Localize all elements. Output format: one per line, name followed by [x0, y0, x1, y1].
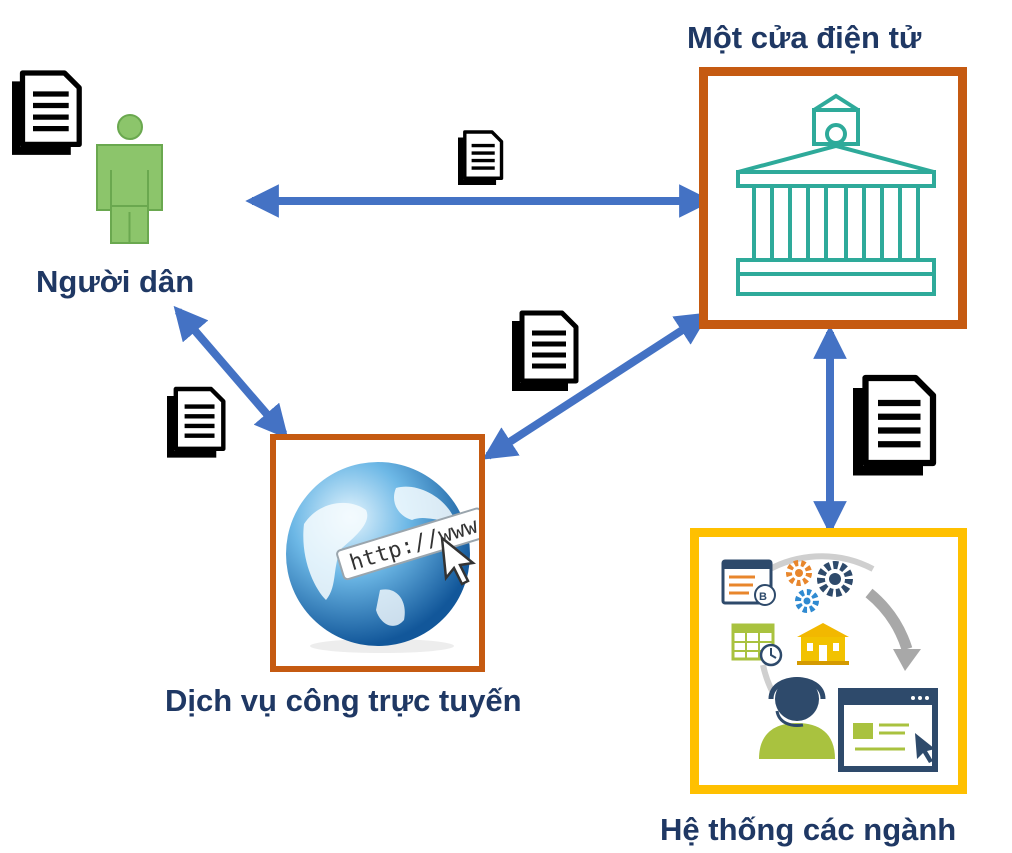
- person-icon: [96, 114, 163, 244]
- document-icon: [167, 389, 223, 458]
- globe-browser-icon: http://www.: [286, 462, 493, 653]
- arrow-citizen-online: [173, 305, 289, 440]
- calendar-clock-icon: [731, 623, 783, 667]
- document-icon: [853, 378, 933, 476]
- support-agent-icon: [759, 677, 835, 759]
- one-stop-box: [699, 67, 967, 329]
- gears-icon: [786, 560, 853, 613]
- document-icon: [12, 73, 79, 155]
- school-building-icon: [797, 623, 849, 665]
- browser-window-icon: [838, 688, 938, 772]
- cursor-icon: [440, 535, 476, 586]
- online-service-box: http://www.: [270, 434, 493, 672]
- document-icon: [512, 313, 576, 391]
- sector-systems-label: Hệ thống các ngành: [660, 812, 957, 847]
- arrow-online-onestop: [482, 312, 710, 460]
- citizen-label: Người dân: [36, 264, 195, 299]
- government-building-icon: [736, 93, 936, 296]
- svg-text:B: B: [759, 591, 767, 603]
- one-stop-label: Một cửa điện tử: [687, 20, 922, 55]
- document-icon: [456, 130, 504, 187]
- sector-systems-box: B: [690, 528, 967, 794]
- document-badge-icon: B: [721, 559, 776, 606]
- sector-systems-illustration: B: [721, 553, 938, 772]
- online-service-label: Dịch vụ công trực tuyến: [165, 683, 522, 718]
